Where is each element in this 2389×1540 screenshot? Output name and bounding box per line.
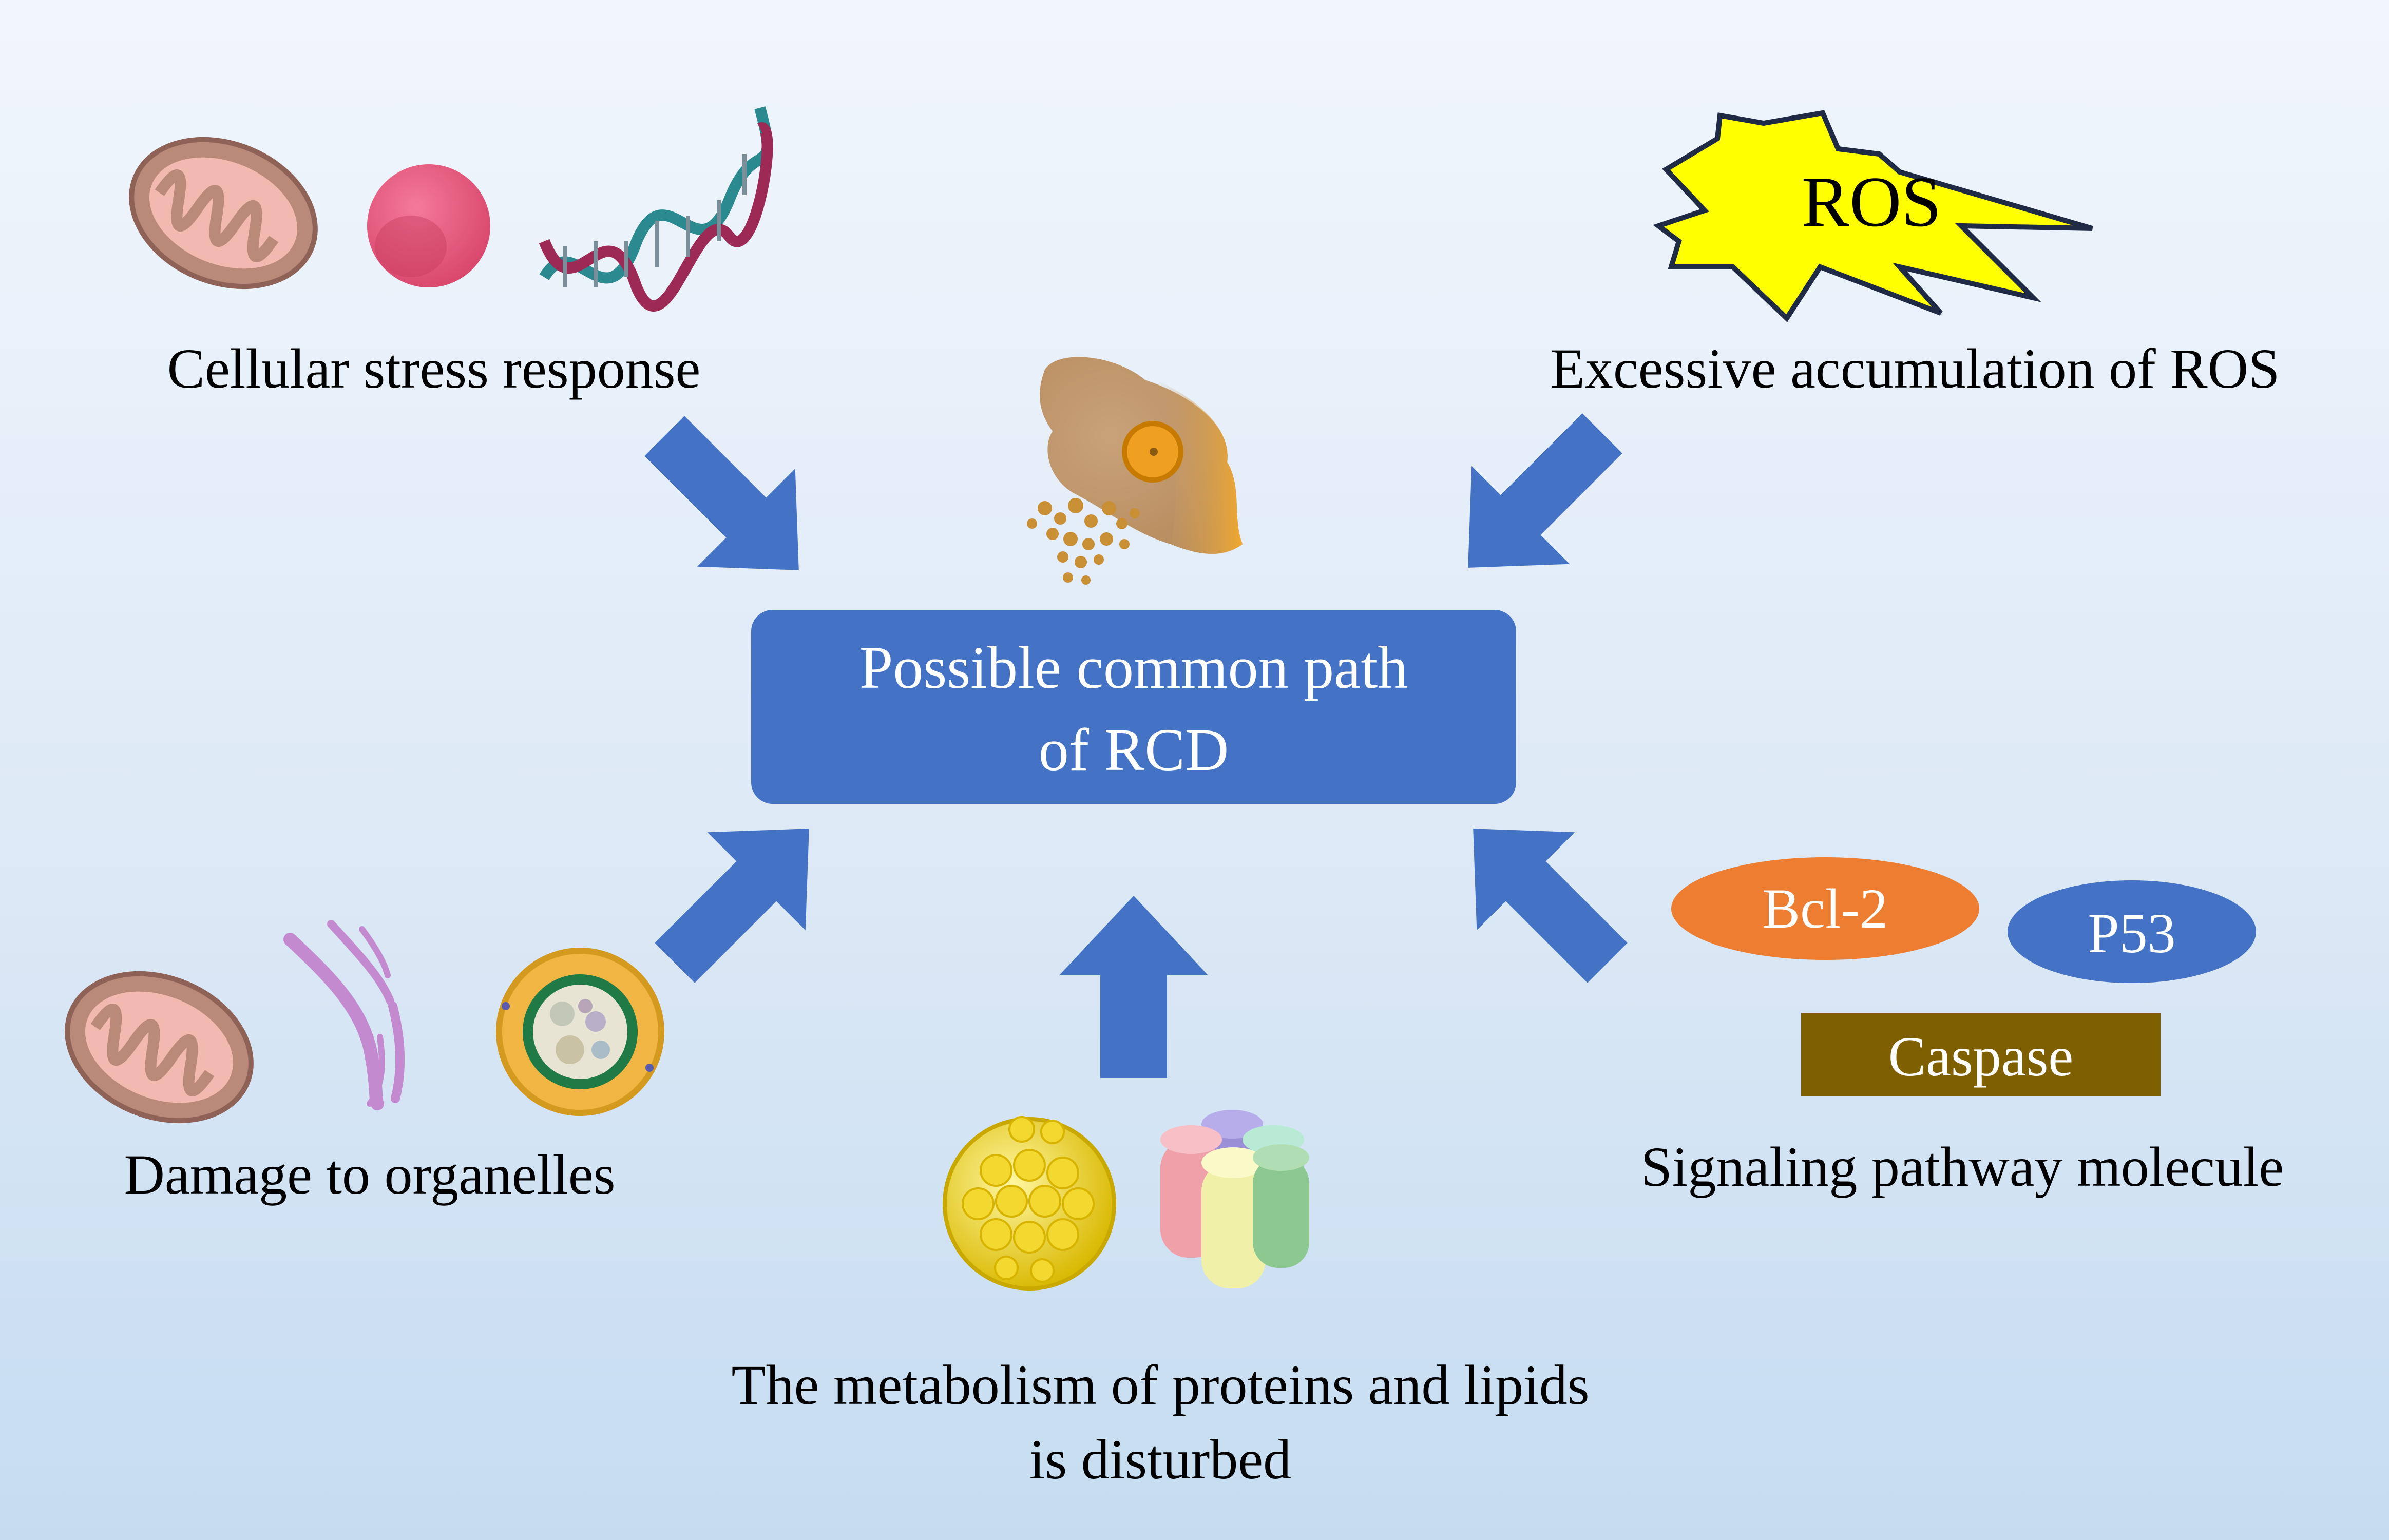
ros-burst-icon — [1653, 110, 2093, 322]
arrow-from-signaling — [1473, 829, 1628, 983]
mitochondrion-icon — [129, 137, 318, 290]
dying-cell-icon — [1040, 357, 1243, 554]
protein-complex-icon — [1160, 1110, 1309, 1288]
dna-helix-icon — [539, 106, 773, 312]
apoptotic-bodies-icon — [1027, 498, 1140, 585]
p53-label: P53 — [2088, 902, 2175, 965]
bcl2-ellipse — [1671, 857, 1979, 960]
organelle-damage-label: Damage to organelles — [124, 1143, 615, 1206]
ros-accumulation-label: Excessive accumulation of ROS — [1551, 337, 2280, 400]
bcl2-label: Bcl-2 — [1763, 877, 1888, 940]
caspase-label: Caspase — [1888, 1025, 2073, 1088]
rcd-center-box — [751, 610, 1516, 804]
arrow-from-metabolism — [1059, 896, 1208, 1078]
metabolism-label-line1: The metabolism of proteins and lipids — [731, 1354, 1589, 1416]
cellular-stress-label: Cellular stress response — [167, 337, 701, 400]
arrow-from-cellular-stress — [644, 416, 799, 570]
lipid-droplet-icon — [943, 1116, 1116, 1291]
arrow-from-ros — [1468, 413, 1622, 568]
signaling-label: Signaling pathway molecule — [1641, 1135, 2284, 1198]
p53-ellipse — [2008, 880, 2256, 983]
center-title-line2: of RCD — [1039, 716, 1229, 783]
red-blood-cell-icon — [367, 164, 490, 287]
metabolism-label-line2: is disturbed — [1029, 1428, 1291, 1491]
damaged-mitochondrion-icon — [65, 971, 254, 1124]
center-title-line1: Possible common path — [859, 634, 1408, 701]
caspase-box — [1801, 1013, 2161, 1096]
endoplasmic-reticulum-icon — [283, 920, 405, 1110]
arrow-from-organelles — [655, 829, 809, 983]
lysosome-icon — [496, 948, 664, 1116]
ros-burst-label: ROS — [1802, 162, 1941, 242]
